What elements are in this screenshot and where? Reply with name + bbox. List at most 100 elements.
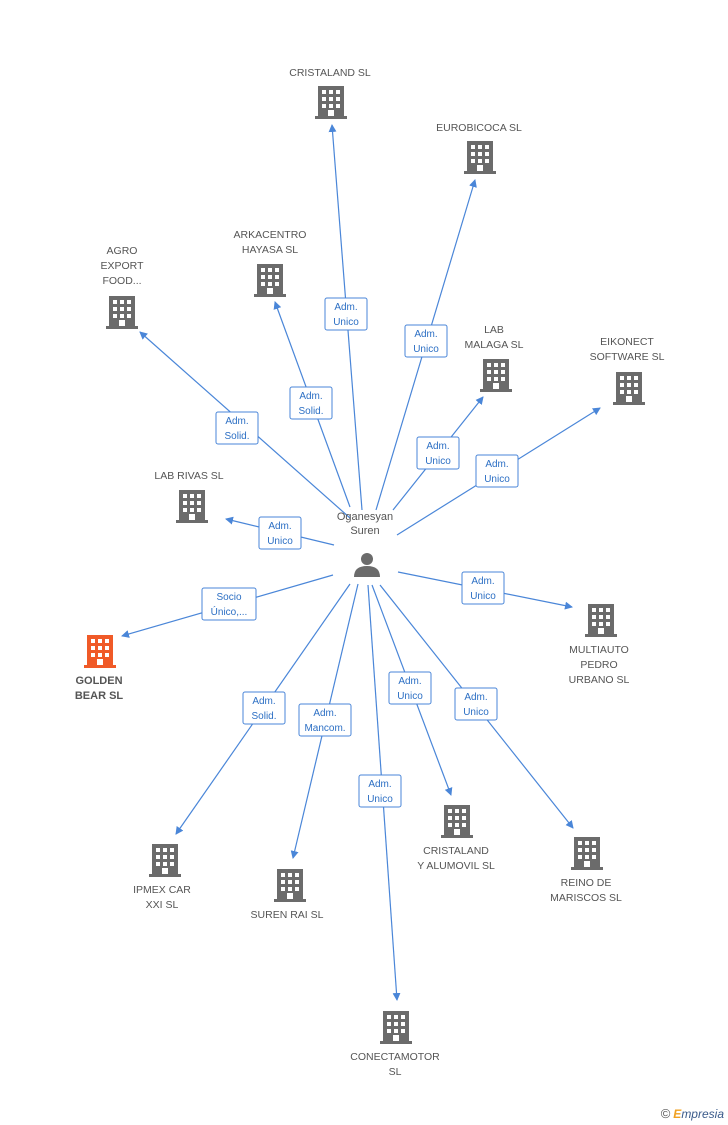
role-box xyxy=(404,324,448,358)
company-label: HAYASA SL xyxy=(242,244,298,256)
role-text: Adm. xyxy=(426,441,449,452)
company-label: SUREN RAI SL xyxy=(251,909,324,921)
role-label-agro[interactable]: Adm.Solid. xyxy=(215,411,259,445)
role-text: Unico xyxy=(267,536,293,547)
role-label-eurobicoca[interactable]: Adm. Unico xyxy=(404,324,448,358)
company-label: MARISCOS SL xyxy=(550,892,622,904)
role-text: Adm. xyxy=(252,696,275,707)
person-name: Oganesyan xyxy=(337,511,393,523)
company-label: XXI SL xyxy=(146,899,179,911)
role-label-labrivas[interactable]: Adm. Unico xyxy=(258,516,302,550)
role-label-labmalaga[interactable]: Adm. Unico xyxy=(416,436,460,470)
company-label: MULTIAUTO xyxy=(569,644,629,656)
company-label: URBANO SL xyxy=(569,674,630,686)
role-text: Adm. xyxy=(414,329,437,340)
role-text: Unico xyxy=(367,794,393,805)
company-label: SOFTWARE SL xyxy=(590,351,665,363)
building-icon xyxy=(176,490,208,523)
role-text: Unico xyxy=(397,691,423,702)
company-label: LAB xyxy=(484,324,504,336)
company-node-multiauto[interactable]: MULTIAUTO PEDRO URBANO SL xyxy=(569,604,630,686)
brand-name: mpresia xyxy=(681,1107,724,1121)
role-text: Adm. xyxy=(398,676,421,687)
company-node-surenrai[interactable]: SUREN RAI SL xyxy=(251,869,324,921)
role-label-surenrai[interactable]: Adm.Mancom. xyxy=(298,703,352,737)
role-box xyxy=(416,436,460,470)
role-text: Solid. xyxy=(298,406,323,417)
company-label: PEDRO xyxy=(580,659,617,671)
role-text: Unico xyxy=(470,591,496,602)
role-text: Unico xyxy=(484,474,510,485)
role-label-multiauto[interactable]: Adm.Unico xyxy=(461,571,505,605)
company-label: BEAR SL xyxy=(75,690,124,702)
company-node-arkacentro[interactable]: ARKACENTRO HAYASA SL xyxy=(234,229,307,297)
role-text: Unico xyxy=(413,344,439,355)
company-node-cristaland2[interactable]: CRISTALAND Y ALUMOVIL SL xyxy=(417,805,495,872)
role-text: Unico xyxy=(425,456,451,467)
role-label-arkacentro[interactable]: Adm.Solid. xyxy=(289,386,333,420)
company-node-ipmex[interactable]: IPMEX CAR XXI SL xyxy=(133,844,191,911)
company-label: Y ALUMOVIL SL xyxy=(417,860,495,872)
role-text: Solid. xyxy=(251,711,276,722)
role-text: Adm. xyxy=(485,459,508,470)
edges-layer xyxy=(121,124,601,1001)
role-box xyxy=(242,691,286,725)
company-label: ARKACENTRO xyxy=(234,229,307,241)
role-label-ipmex[interactable]: Adm. Solid. xyxy=(242,691,286,725)
role-box xyxy=(201,587,257,621)
role-box xyxy=(388,671,432,705)
role-text: Adm. xyxy=(268,521,291,532)
brand-initial: E xyxy=(673,1107,682,1121)
role-text: Socio xyxy=(216,592,241,603)
company-label: REINO DE xyxy=(561,877,612,889)
company-label: AGRO xyxy=(107,245,138,257)
person-icon xyxy=(354,553,380,577)
role-label-conectamotor[interactable]: Adm.Unico xyxy=(358,774,402,808)
role-box xyxy=(289,386,333,420)
building-icon xyxy=(441,805,473,838)
building-icon xyxy=(480,359,512,392)
role-label-eikonect[interactable]: Adm. Unico xyxy=(475,454,519,488)
building-icon xyxy=(613,372,645,405)
role-text: Adm. xyxy=(334,302,357,313)
company-node-labrivas[interactable]: LAB RIVAS SL xyxy=(154,470,224,523)
role-text: Único,... xyxy=(211,605,248,618)
company-node-cristaland[interactable]: CRISTALAND SL xyxy=(289,67,371,119)
person-name: Suren xyxy=(350,525,379,537)
company-label: CRISTALAND xyxy=(423,845,489,857)
company-node-agro[interactable]: AGROEXPORTFOOD... xyxy=(101,245,145,329)
role-box xyxy=(298,703,352,737)
company-label: EUROBICOCA SL xyxy=(436,122,522,134)
role-box xyxy=(324,297,368,331)
company-label: GOLDEN xyxy=(75,675,122,687)
company-node-eurobicoca[interactable]: EUROBICOCA SL xyxy=(436,122,522,174)
role-text: Adm. xyxy=(225,416,248,427)
company-label: CRISTALAND SL xyxy=(289,67,371,79)
role-text: Mancom. xyxy=(304,723,345,734)
company-node-reino[interactable]: REINO DE MARISCOS SL xyxy=(550,837,622,904)
building-icon xyxy=(106,296,138,329)
copyright-symbol: © xyxy=(660,1106,671,1121)
building-icon xyxy=(84,635,116,668)
roles-layer: Adm.UnicoAdm.UnicoAdm.Solid.Adm.Solid.Ad… xyxy=(201,297,519,808)
company-label: IPMEX CAR xyxy=(133,884,191,896)
role-box xyxy=(454,687,498,721)
footer-brand: ©Empresia xyxy=(661,1106,724,1121)
company-label: MALAGA SL xyxy=(465,339,524,351)
company-node-labmalaga[interactable]: LAB MALAGA SL xyxy=(465,324,524,392)
role-text: Unico xyxy=(333,317,359,328)
company-label: SL xyxy=(389,1066,402,1078)
building-icon xyxy=(571,837,603,870)
role-label-cristaland2[interactable]: Adm. Unico xyxy=(388,671,432,705)
role-box xyxy=(258,516,302,550)
role-label-reino[interactable]: Adm.Unico xyxy=(454,687,498,721)
role-label-cristaland[interactable]: Adm. Unico xyxy=(324,297,368,331)
building-icon xyxy=(274,869,306,902)
role-label-goldenbear[interactable]: SocioÚnico,... xyxy=(201,587,257,621)
company-node-goldenbear[interactable]: GOLDEN BEAR SL xyxy=(75,635,124,702)
building-icon xyxy=(315,86,347,119)
